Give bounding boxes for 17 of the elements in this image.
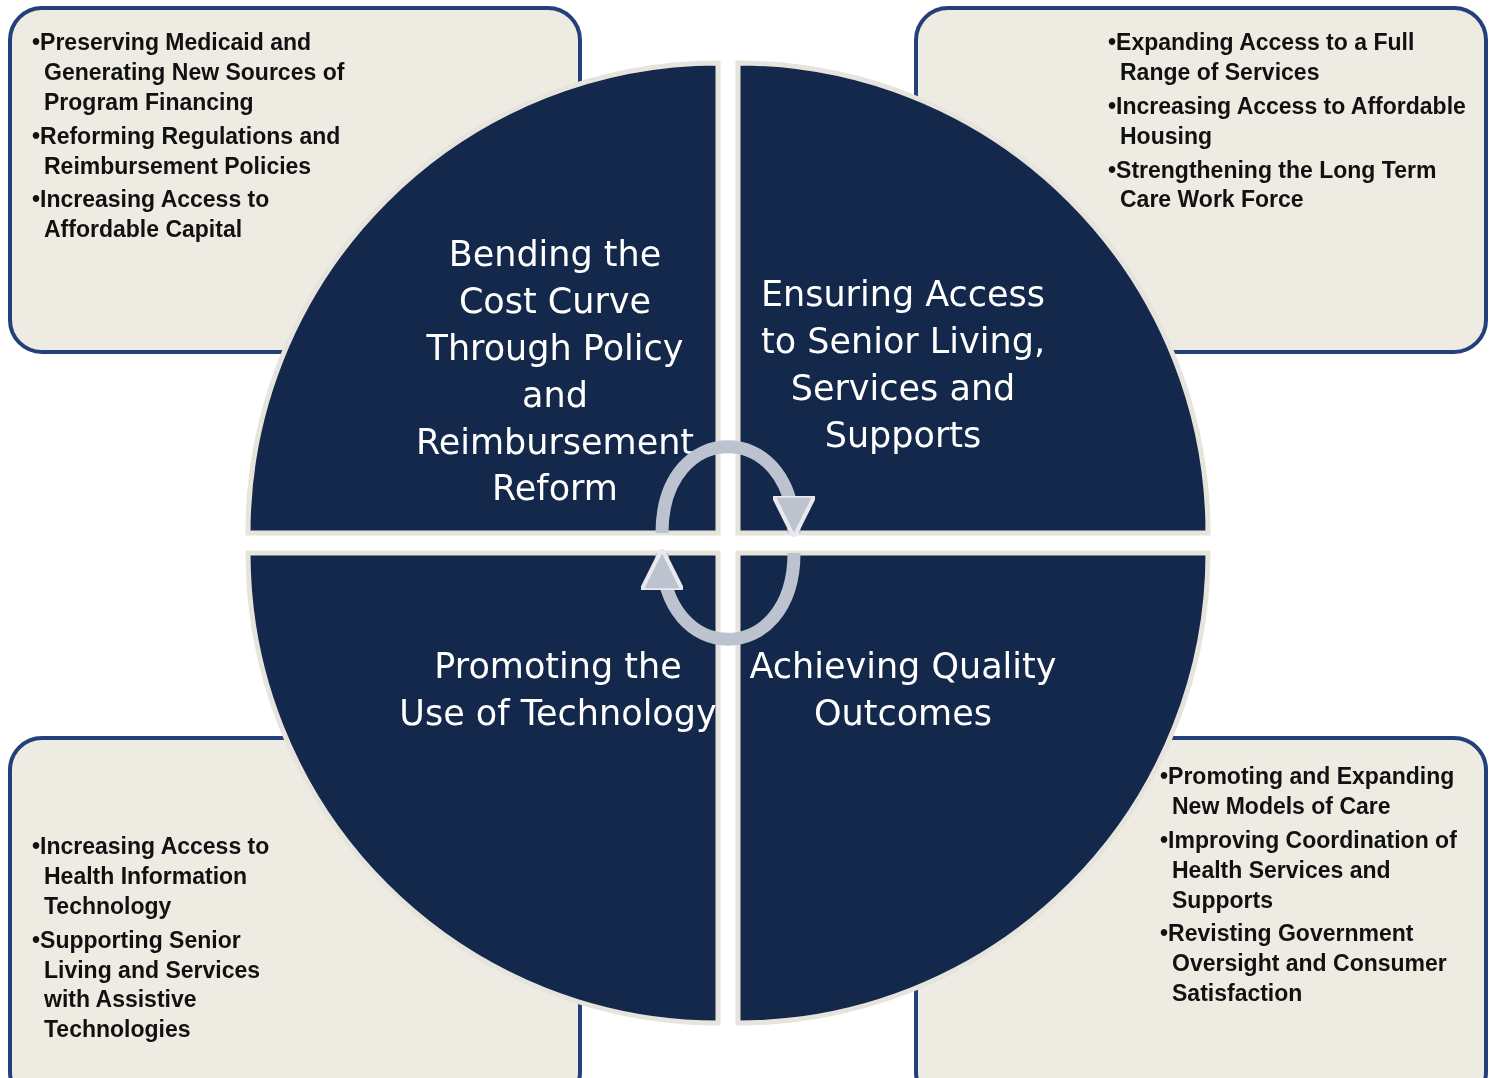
curved-arrow (655, 440, 814, 540)
bullet-item: •Increasing Access to Health Information Technology (32, 832, 271, 921)
bullet-item: •Increasing Access to Affordable Capital (32, 185, 271, 245)
quadrant-title: Ensuring Access to Senior Living, Services and Supports (759, 273, 1047, 457)
quadrant-title: Achieving Quality Outcomes (748, 645, 1058, 735)
curved-arrow (642, 546, 801, 646)
quadrant-title: Bending the Cost Curve Through Policy and Reimbursement Reform (414, 233, 696, 511)
bullet-item: •Promoting and Expanding New Models of Care (1160, 762, 1456, 821)
bullet-item: •Preserving Medicaid and Generating New Sources of Program Financing (32, 28, 346, 117)
bullet-item: •Increasing Access to Affordable Housing (1108, 91, 1467, 151)
bullet-item: •Supporting Senior Living and Services with Assistive Technologies (32, 925, 262, 1045)
bullet-item: •Improving Coordination of Health Services and Supports (1160, 825, 1458, 915)
bullet-item: •Expanding Access to a Full Range of Services (1108, 28, 1416, 87)
bullet-item: •Reforming Regulations and Reimbursement Policies (32, 121, 342, 181)
bullet-item: •Strengthening the Long Term Care Work Force (1108, 155, 1438, 215)
quadrant-title: Promoting the Use of Technology (398, 645, 718, 735)
bullet-item: •Revisting Government Oversight and Consumer Satisfaction (1160, 919, 1448, 1009)
